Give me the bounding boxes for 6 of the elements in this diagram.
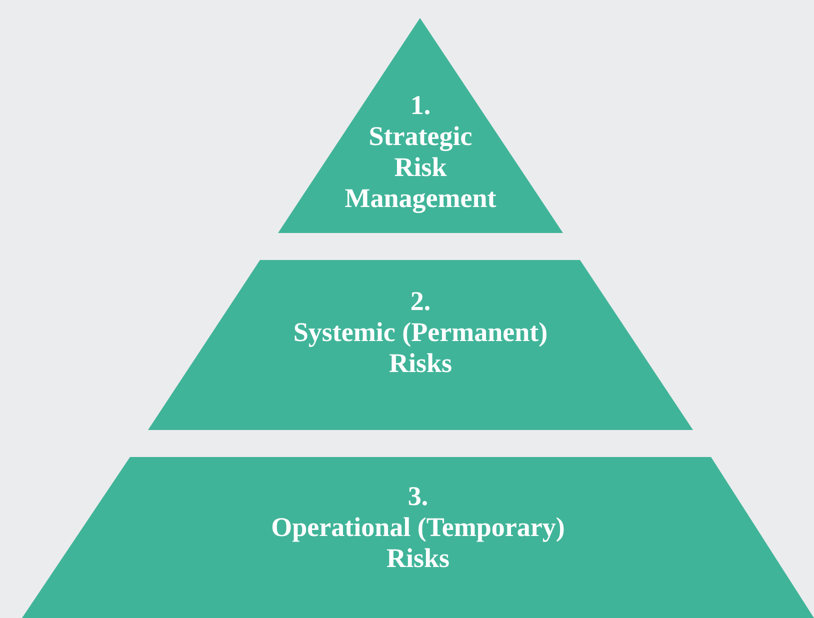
tier-number: 3. bbox=[408, 481, 428, 512]
tier-number: 1. bbox=[410, 90, 431, 121]
tier-title: Strategic Risk Management bbox=[344, 121, 496, 214]
tier-title: Operational (Temporary) Risks bbox=[270, 512, 566, 574]
tier-number: 2. bbox=[410, 286, 431, 317]
tier-title: Systemic (Permanent) Risks bbox=[292, 317, 549, 379]
